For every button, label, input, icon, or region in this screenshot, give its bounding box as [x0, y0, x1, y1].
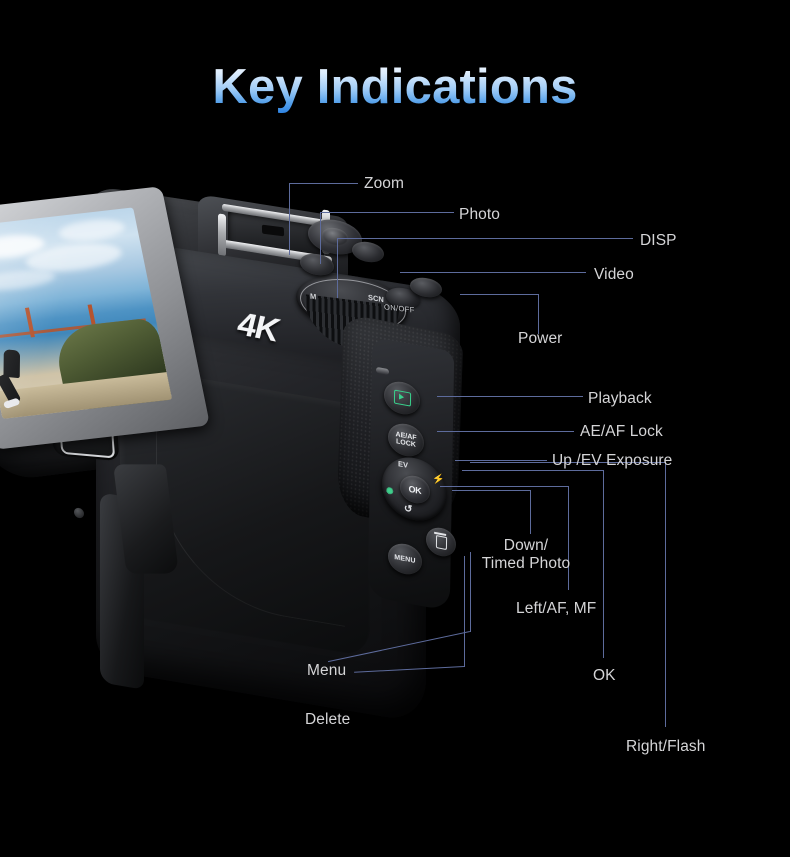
leader-ok	[603, 470, 604, 658]
leader-disp	[337, 238, 633, 239]
leader-ok	[462, 470, 604, 471]
macro-focus-icon: ✺	[386, 485, 394, 497]
leader-power	[460, 294, 539, 295]
leader-power	[538, 294, 539, 334]
callout-label-disp: DISP	[640, 232, 677, 249]
self-timer-icon: ↺	[404, 503, 413, 516]
ok-button-label: OK	[408, 483, 422, 496]
leader-left-af	[568, 486, 569, 590]
hot-shoe-rail	[218, 213, 226, 257]
page-title: Key Indications	[0, 61, 790, 113]
leader-delete	[470, 552, 471, 632]
leader-playback	[437, 396, 583, 397]
leader-video	[400, 272, 586, 273]
leader-zoom	[289, 183, 358, 184]
callout-label-video: Video	[594, 266, 634, 283]
callout-label-photo: Photo	[459, 206, 501, 223]
leader-down-timed	[530, 490, 531, 534]
callout-label-power: Power	[518, 330, 563, 347]
callout-label-aeaf: AE/AF Lock	[580, 423, 663, 440]
leader-aeaf	[437, 431, 574, 432]
leader-menu	[464, 556, 465, 667]
callout-label-down-timed: Down/ Timed Photo	[481, 537, 571, 572]
callout-label-delete: Delete	[305, 711, 351, 728]
leader-disp	[337, 238, 338, 298]
leader-up-ev	[455, 460, 547, 461]
ev-exposure-icon: EV	[398, 459, 409, 470]
mode-dial-mark-m: M	[310, 291, 317, 302]
leader-photo	[320, 212, 454, 213]
leader-right-flash	[470, 462, 666, 463]
callout-label-zoom: Zoom	[364, 175, 405, 192]
playback-icon	[393, 389, 411, 407]
leader-zoom	[289, 183, 290, 255]
callout-label-right-flash: Right/Flash	[626, 738, 706, 755]
leader-photo	[320, 212, 321, 264]
body-screw	[74, 507, 84, 519]
leader-right-flash	[665, 462, 666, 727]
leader-left-af	[440, 486, 568, 487]
callout-label-left-af: Left/AF, MF	[516, 600, 597, 617]
callout-label-ok: OK	[593, 667, 616, 684]
callout-label-playback: Playback	[588, 390, 652, 407]
flash-icon: ⚡	[432, 472, 445, 487]
callout-label-menu: Menu	[307, 662, 347, 679]
leader-down-timed	[452, 490, 530, 491]
trash-icon	[435, 534, 447, 550]
video-record-button[interactable]	[351, 239, 385, 265]
callout-label-up-ev: Up /EV Exposure	[552, 452, 673, 469]
menu-button-label: MENU	[394, 553, 416, 565]
